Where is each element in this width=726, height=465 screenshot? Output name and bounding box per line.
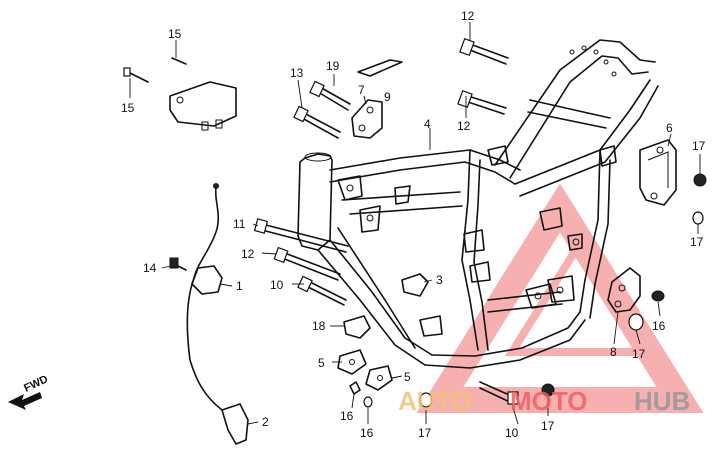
bolt-12-mid xyxy=(457,89,507,115)
main-frame xyxy=(297,39,659,369)
callout-5-b: 5 xyxy=(404,370,411,384)
callout-17-bottom-left: 17 xyxy=(418,426,432,440)
callout-10-bottom: 10 xyxy=(505,426,519,440)
callout-12-top: 12 xyxy=(461,9,475,23)
callout-19: 19 xyxy=(326,59,340,73)
bolt-13 xyxy=(293,105,341,139)
callout-16-a: 16 xyxy=(340,409,354,423)
bolt-11 xyxy=(253,218,349,253)
callout-13: 13 xyxy=(290,66,304,80)
bolt-10-left xyxy=(297,275,347,306)
callout-2: 2 xyxy=(262,415,269,429)
callout-12-mid: 12 xyxy=(457,119,471,133)
callout-17-right: 17 xyxy=(632,347,646,361)
bolt-12-top xyxy=(459,37,509,65)
callout-16-b: 16 xyxy=(360,426,374,440)
watermark-text: AUTO MOTO HUB xyxy=(398,386,690,416)
callout-14: 14 xyxy=(143,261,157,275)
washer-16-b xyxy=(363,396,373,408)
nut-16-right xyxy=(651,290,665,302)
callout-11: 11 xyxy=(233,217,246,231)
callout-5-a: 5 xyxy=(318,356,325,370)
clip-3 xyxy=(401,273,429,297)
callout-6: 6 xyxy=(666,121,673,135)
callout-17-mid: 17 xyxy=(690,235,704,249)
watermark-auto: AUTO xyxy=(398,386,471,416)
part-1-cable xyxy=(186,183,223,411)
bolt-10-bottom xyxy=(479,381,519,405)
callout-15-top: 15 xyxy=(168,27,182,41)
bolt-14 xyxy=(169,257,187,271)
nut-17-e xyxy=(419,392,433,408)
part-6-bracket xyxy=(639,139,677,206)
plate-5-b xyxy=(365,365,393,391)
cover-part xyxy=(169,81,237,131)
callout-3: 3 xyxy=(436,273,443,287)
callout-9: 9 xyxy=(384,90,391,104)
part-7-plate xyxy=(351,99,383,139)
callout-12-left: 12 xyxy=(241,247,255,261)
part-8-bracket xyxy=(607,267,641,313)
fwd-label: FWD xyxy=(22,373,50,394)
fwd-arrow-icon xyxy=(8,392,42,410)
bolt-19 xyxy=(309,80,351,111)
washer-16-a xyxy=(349,381,361,395)
callout-7: 7 xyxy=(358,83,365,97)
callout-8: 8 xyxy=(610,345,617,359)
callout-1: 1 xyxy=(236,279,243,293)
part-9-pad xyxy=(357,59,403,77)
callout-4: 4 xyxy=(424,117,431,131)
clip-18 xyxy=(343,315,371,339)
callout-17-bottom-right: 17 xyxy=(541,419,555,433)
callout-labels: 1 2 3 4 5 5 6 7 8 9 10 10 11 12 12 12 13… xyxy=(121,9,706,440)
callout-16-right: 16 xyxy=(652,319,666,333)
bolt-15 xyxy=(123,57,187,83)
watermark-hub: HUB xyxy=(634,386,690,416)
nut-17-b xyxy=(692,211,704,225)
callout-18: 18 xyxy=(312,319,326,333)
nut-17-c xyxy=(628,313,644,331)
plate-5-a xyxy=(337,349,367,375)
callout-17-top: 17 xyxy=(692,139,706,153)
bolt-12-left xyxy=(273,246,341,281)
callout-15-left: 15 xyxy=(121,101,135,115)
nut-17-a xyxy=(693,173,707,187)
callout-10-left: 10 xyxy=(270,278,284,292)
part-2-end-fitting xyxy=(221,403,249,445)
leader-lines xyxy=(129,22,701,425)
watermark-moto: MOTO xyxy=(510,386,588,416)
